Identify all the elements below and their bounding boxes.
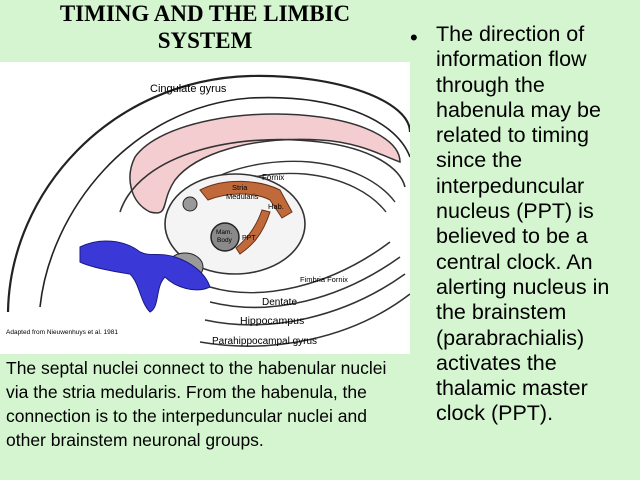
label-parahippocampal-gyrus: Parahippocampal gyrus — [212, 336, 317, 347]
label-medularis: Medularis — [226, 192, 259, 201]
label-stria: Stria — [232, 183, 248, 192]
label-cingulate-gyrus: Cingulate gyrus — [150, 83, 227, 95]
cingulate-border — [39, 96, 410, 308]
septal-olfactory-region — [79, 240, 211, 313]
stria-medularis-tract — [199, 180, 293, 219]
label-hippocampus: Hippocampus — [240, 315, 304, 327]
figure-credit: Adapted from Nieuwenhuys et al. 1981 — [6, 329, 118, 336]
bullet-dot: • — [410, 25, 418, 50]
limbic-diagram-svg: Cingulate gyrus Fornix Stria Medularis H… — [6, 74, 410, 347]
corpus-callosum — [119, 138, 406, 213]
brain-outline — [6, 74, 410, 313]
label-ppt: PPT — [242, 235, 256, 242]
septal-nucleus-node — [182, 196, 198, 212]
label-mam: Mam. — [216, 229, 232, 236]
slide-title-line-1: TIMING AND THE LIMBIC — [59, 1, 351, 26]
dentate-arc — [209, 256, 401, 309]
label-fimbria-fornix: Fimbria Fornix — [300, 275, 348, 284]
figure-caption: The septal nuclei connect to the habenul… — [6, 358, 387, 450]
slide-title-line-2: SYSTEM — [157, 28, 253, 53]
mammillary-body — [210, 222, 240, 252]
cingulate-gyrus-shape — [129, 113, 401, 214]
slide-title: TIMING AND THE LIMBIC SYSTEM — [0, 0, 410, 62]
label-body: Body — [217, 237, 233, 244]
label-dentate: Dentate — [262, 297, 297, 308]
label-fornix: Fornix — [262, 173, 284, 182]
parahippocampal-arc — [199, 293, 410, 347]
fimbria-arc — [209, 241, 391, 294]
limbic-system-diagram: Cingulate gyrus Fornix Stria Medularis H… — [0, 62, 410, 354]
label-habenula: Hab. — [268, 202, 284, 211]
bullet-text: The direction of information flow throug… — [436, 22, 610, 426]
hippocampus-arc — [204, 273, 406, 326]
habenulo-interpeduncular-tract — [235, 209, 271, 255]
